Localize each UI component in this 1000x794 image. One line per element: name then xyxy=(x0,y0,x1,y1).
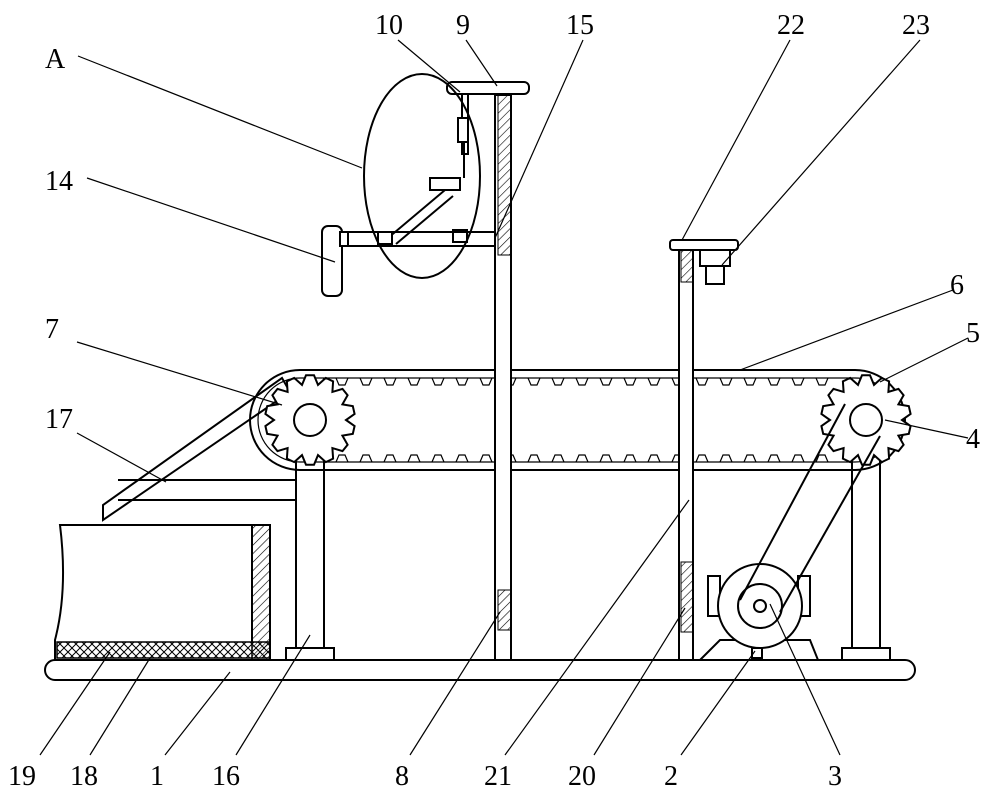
belt-tooth xyxy=(815,454,829,463)
base-plate xyxy=(44,659,916,681)
belt-tooth xyxy=(479,377,493,386)
belt-tooth xyxy=(431,377,445,386)
callout-15: 15 xyxy=(566,10,594,41)
belt-tooth xyxy=(815,377,829,386)
belt-tooth xyxy=(647,454,661,463)
belt-tooth xyxy=(551,454,565,463)
callout-22: 22 xyxy=(777,10,805,41)
belt-tooth xyxy=(767,377,781,386)
belt-tooth xyxy=(599,454,613,463)
callout-17: 17 xyxy=(45,404,73,435)
belt-tooth xyxy=(575,377,589,386)
belt-tooth xyxy=(431,454,445,463)
right-sprocket xyxy=(820,374,912,466)
belt-tooth xyxy=(407,454,421,463)
belt-tooth xyxy=(743,377,757,386)
callout-16: 16 xyxy=(212,761,240,792)
belt-tooth xyxy=(527,454,541,463)
callout-8: 8 xyxy=(395,761,409,792)
arm-assembly xyxy=(321,73,495,297)
belt-tooth xyxy=(575,454,589,463)
belt-tooth xyxy=(407,377,421,386)
callout-1: 1 xyxy=(150,761,164,792)
left-sprocket xyxy=(264,374,356,466)
sensor-mount xyxy=(669,239,739,285)
collection-box xyxy=(54,524,271,661)
belt-tooth xyxy=(719,454,733,463)
belt-teeth xyxy=(311,377,829,463)
right-post xyxy=(678,247,694,661)
chute xyxy=(102,376,298,522)
belt-tooth xyxy=(383,454,397,463)
callout-10: 10 xyxy=(375,10,403,41)
callout-2: 2 xyxy=(664,761,678,792)
callout-20: 20 xyxy=(568,761,596,792)
callout-19: 19 xyxy=(8,761,36,792)
callout-7: 7 xyxy=(45,314,59,345)
callout-4: 4 xyxy=(966,424,980,455)
belt-tooth xyxy=(383,377,397,386)
callout-5: 5 xyxy=(966,318,980,349)
belt-tooth xyxy=(455,454,469,463)
callout-3: 3 xyxy=(828,761,842,792)
belt-tooth xyxy=(335,454,349,463)
conveyor-belt xyxy=(249,369,906,471)
belt-tooth xyxy=(623,454,637,463)
belt-tooth xyxy=(647,377,661,386)
belt-tooth xyxy=(767,454,781,463)
belt-tooth xyxy=(743,454,757,463)
motor xyxy=(697,403,881,661)
callout-14: 14 xyxy=(45,166,73,197)
belt-tooth xyxy=(551,377,565,386)
belt-tooth xyxy=(359,454,373,463)
top-plate xyxy=(446,81,530,95)
belt-tooth xyxy=(791,454,805,463)
belt-tooth xyxy=(695,377,709,386)
belt-tooth xyxy=(623,377,637,386)
callout-6: 6 xyxy=(950,270,964,301)
belt-tooth xyxy=(335,377,349,386)
callout-23: 23 xyxy=(902,10,930,41)
callout-18: 18 xyxy=(70,761,98,792)
left-tall-post xyxy=(494,94,512,661)
belt-tooth xyxy=(695,454,709,463)
leader-lines xyxy=(39,39,969,756)
belt-tooth xyxy=(527,377,541,386)
belt-tooth xyxy=(599,377,613,386)
callout-21: 21 xyxy=(484,761,512,792)
callout-9: 9 xyxy=(456,10,470,41)
belt-tooth xyxy=(455,377,469,386)
callout-A: A xyxy=(45,44,66,75)
belt-tooth xyxy=(479,454,493,463)
callout-labels: A 14 10 9 15 22 23 6 5 4 7 17 19 18 1 16… xyxy=(8,10,980,792)
belt-tooth xyxy=(791,377,805,386)
belt-tooth xyxy=(719,377,733,386)
belt-tooth xyxy=(359,377,373,386)
